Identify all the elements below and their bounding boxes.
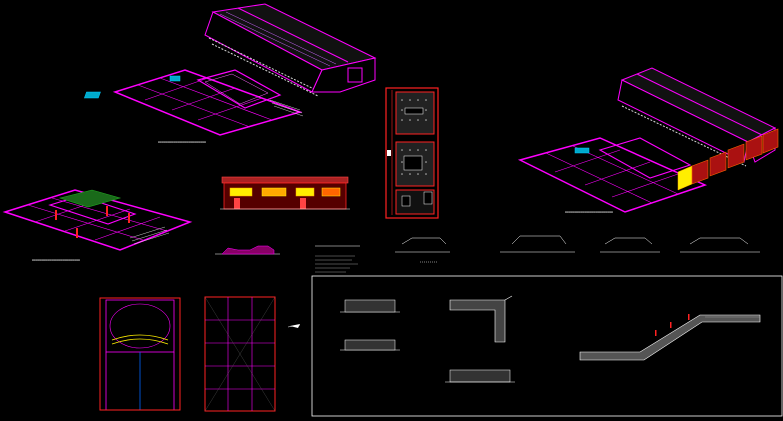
north-arrow-icon xyxy=(287,324,301,328)
sections-frame xyxy=(311,275,783,417)
iso-view-right xyxy=(517,67,779,213)
iso-right-wall-panels xyxy=(677,128,779,191)
iso-view-left xyxy=(2,189,193,251)
front-elevation xyxy=(220,176,350,210)
plan-grid xyxy=(204,296,276,412)
iso-right-caption: ▬▬▬▬▬▬▬▬▬▬▬▬▬▬▬▬▬▬▬▬▬▬▬▬▬ xyxy=(565,210,613,214)
slope-section xyxy=(579,314,761,361)
iso-view-top xyxy=(83,3,377,136)
iso-top-caption: ▬▬▬▬▬▬▬▬▬▬▬▬▬▬▬▬▬▬▬▬▬▬▬▬▬ xyxy=(158,140,206,144)
iso-left-caption: ▬▬▬▬▬▬▬▬▬▬▬▬▬▬▬▬▬▬▬▬▬▬▬▬▬ xyxy=(32,258,80,262)
iso-top-court xyxy=(112,69,303,136)
floor-plan-center xyxy=(385,87,439,219)
plan-court-ellipse xyxy=(99,297,181,411)
section-details-row xyxy=(395,235,760,263)
notes-block xyxy=(315,245,360,273)
small-section-detail xyxy=(215,245,280,255)
